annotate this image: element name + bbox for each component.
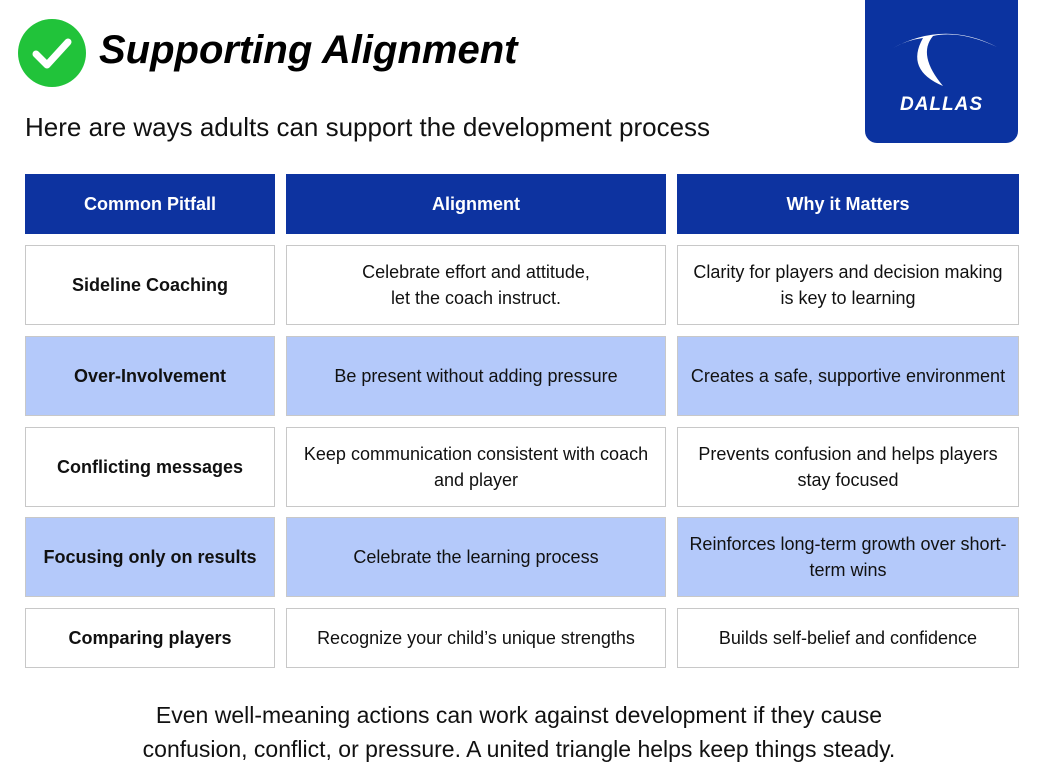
cell-alignment: Be present without adding pressure bbox=[286, 336, 666, 416]
cell-pitfall: Focusing only on results bbox=[25, 517, 275, 597]
cell-alignment: Celebrate effort and attitude, let the c… bbox=[286, 245, 666, 325]
logo-text: DALLAS bbox=[899, 94, 984, 115]
footer-line-2: confusion, conflict, or pressure. A unit… bbox=[142, 736, 896, 762]
cell-why-it-matters: Clarity for players and decision making … bbox=[677, 245, 1019, 325]
dallas-logo: DALLAS bbox=[865, 0, 1018, 143]
cell-alignment: Celebrate the learning process bbox=[286, 517, 666, 597]
page-title: Supporting Alignment bbox=[99, 28, 518, 72]
cell-why-it-matters: Builds self-belief and confidence bbox=[677, 608, 1019, 668]
footer-line-1: Even well-meaning actions can work again… bbox=[155, 702, 883, 728]
swoosh-icon bbox=[893, 33, 997, 86]
cell-why-it-matters: Reinforces long-term growth over short-t… bbox=[677, 517, 1019, 597]
check-circle-icon bbox=[18, 19, 86, 87]
cell-alignment: Recognize your child’s unique strengths bbox=[286, 608, 666, 668]
header-alignment: Alignment bbox=[286, 174, 666, 234]
cell-pitfall: Sideline Coaching bbox=[25, 245, 275, 325]
cell-alignment: Keep communication consistent with coach… bbox=[286, 427, 666, 507]
cell-why-it-matters: Prevents confusion and helps players sta… bbox=[677, 427, 1019, 507]
cell-why-it-matters: Creates a safe, supportive environment bbox=[677, 336, 1019, 416]
cell-pitfall: Over-Involvement bbox=[25, 336, 275, 416]
page-subtitle: Here are ways adults can support the dev… bbox=[25, 112, 711, 142]
cell-pitfall: Comparing players bbox=[25, 608, 275, 668]
cell-pitfall: Conflicting messages bbox=[25, 427, 275, 507]
footer-text: Even well-meaning actions can work again… bbox=[0, 698, 1038, 766]
header-pitfall: Common Pitfall bbox=[25, 174, 275, 234]
header-why-it-matters: Why it Matters bbox=[677, 174, 1019, 234]
